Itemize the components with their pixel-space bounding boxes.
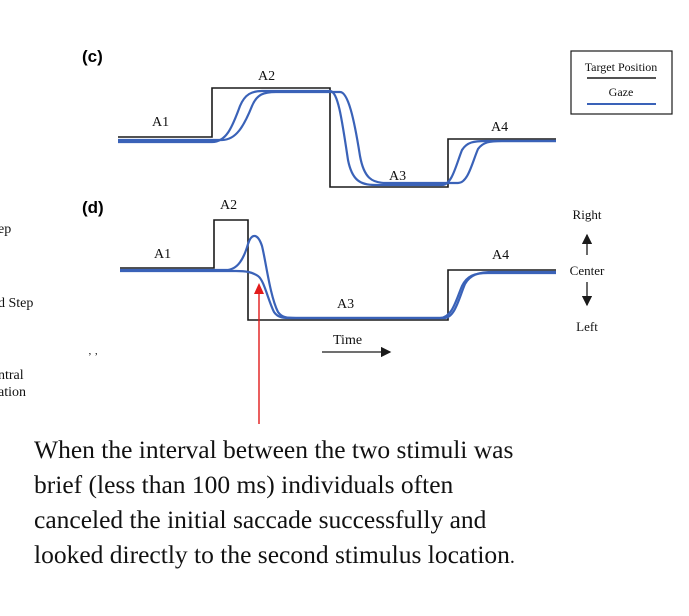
legend-gaze-label: Gaze	[609, 85, 634, 99]
annotation-arrowhead-icon	[254, 283, 264, 294]
cutoff-label-4: ation	[0, 385, 26, 400]
panel-c-seg-a4: A4	[491, 120, 508, 135]
caption-line-1: When the interval between the two stimul…	[34, 435, 514, 464]
panel-d-seg-a2: A2	[220, 198, 237, 213]
caption-line-3: canceled the initial saccade successfull…	[34, 505, 487, 534]
direction-center-label: Center	[570, 263, 605, 278]
panel-c-gaze-trace-1	[118, 89, 556, 187]
direction-indicator: Right Center Left	[570, 207, 605, 334]
caption-line-4-wrap: looked directly to the second stimulus l…	[34, 537, 674, 575]
direction-left-label: Left	[576, 319, 598, 334]
panel-c-seg-a2: A2	[258, 69, 275, 84]
panel-c-seg-a1: A1	[152, 115, 169, 130]
cutoff-label-2: d Step	[0, 296, 33, 311]
panel-c: (c) A1 A2 A3 A4	[82, 47, 556, 188]
panel-c-seg-a3: A3	[389, 169, 406, 184]
panel-d: (d) A1 A2 A3 A4 Time ʼ ʼ	[82, 198, 556, 363]
panel-c-gaze-trace-2	[118, 90, 556, 185]
panel-c-target-trace	[118, 87, 556, 188]
legend: Target Position Gaze	[570, 50, 673, 115]
stray-mark: ʼ ʼ	[88, 351, 98, 363]
panel-d-gaze-trace-1	[120, 234, 556, 320]
cutoff-label-1: ep	[0, 222, 11, 237]
caption: When the interval between the two stimul…	[34, 432, 674, 575]
time-label: Time	[333, 333, 362, 348]
panel-d-seg-a1: A1	[154, 247, 171, 262]
panel-d-gaze-trace-2	[120, 269, 556, 320]
panel-c-label: (c)	[82, 47, 103, 66]
caption-line-4: looked directly to the second stimulus l…	[34, 540, 510, 569]
saccade-figure: ep d Step ntral ation (c) A1 A2 A3 A4 Ta…	[0, 47, 673, 424]
direction-right-label: Right	[573, 207, 602, 222]
cutoff-label-3: ntral	[0, 368, 24, 383]
caption-end-mark: .	[509, 546, 515, 568]
panel-d-seg-a4: A4	[492, 248, 509, 263]
caption-line-2: brief (less than 100 ms) individuals oft…	[34, 470, 454, 499]
panel-d-label: (d)	[82, 198, 104, 217]
panel-d-seg-a3: A3	[337, 297, 354, 312]
panel-d-target-trace	[120, 219, 556, 321]
legend-target-label: Target Position	[585, 60, 658, 74]
